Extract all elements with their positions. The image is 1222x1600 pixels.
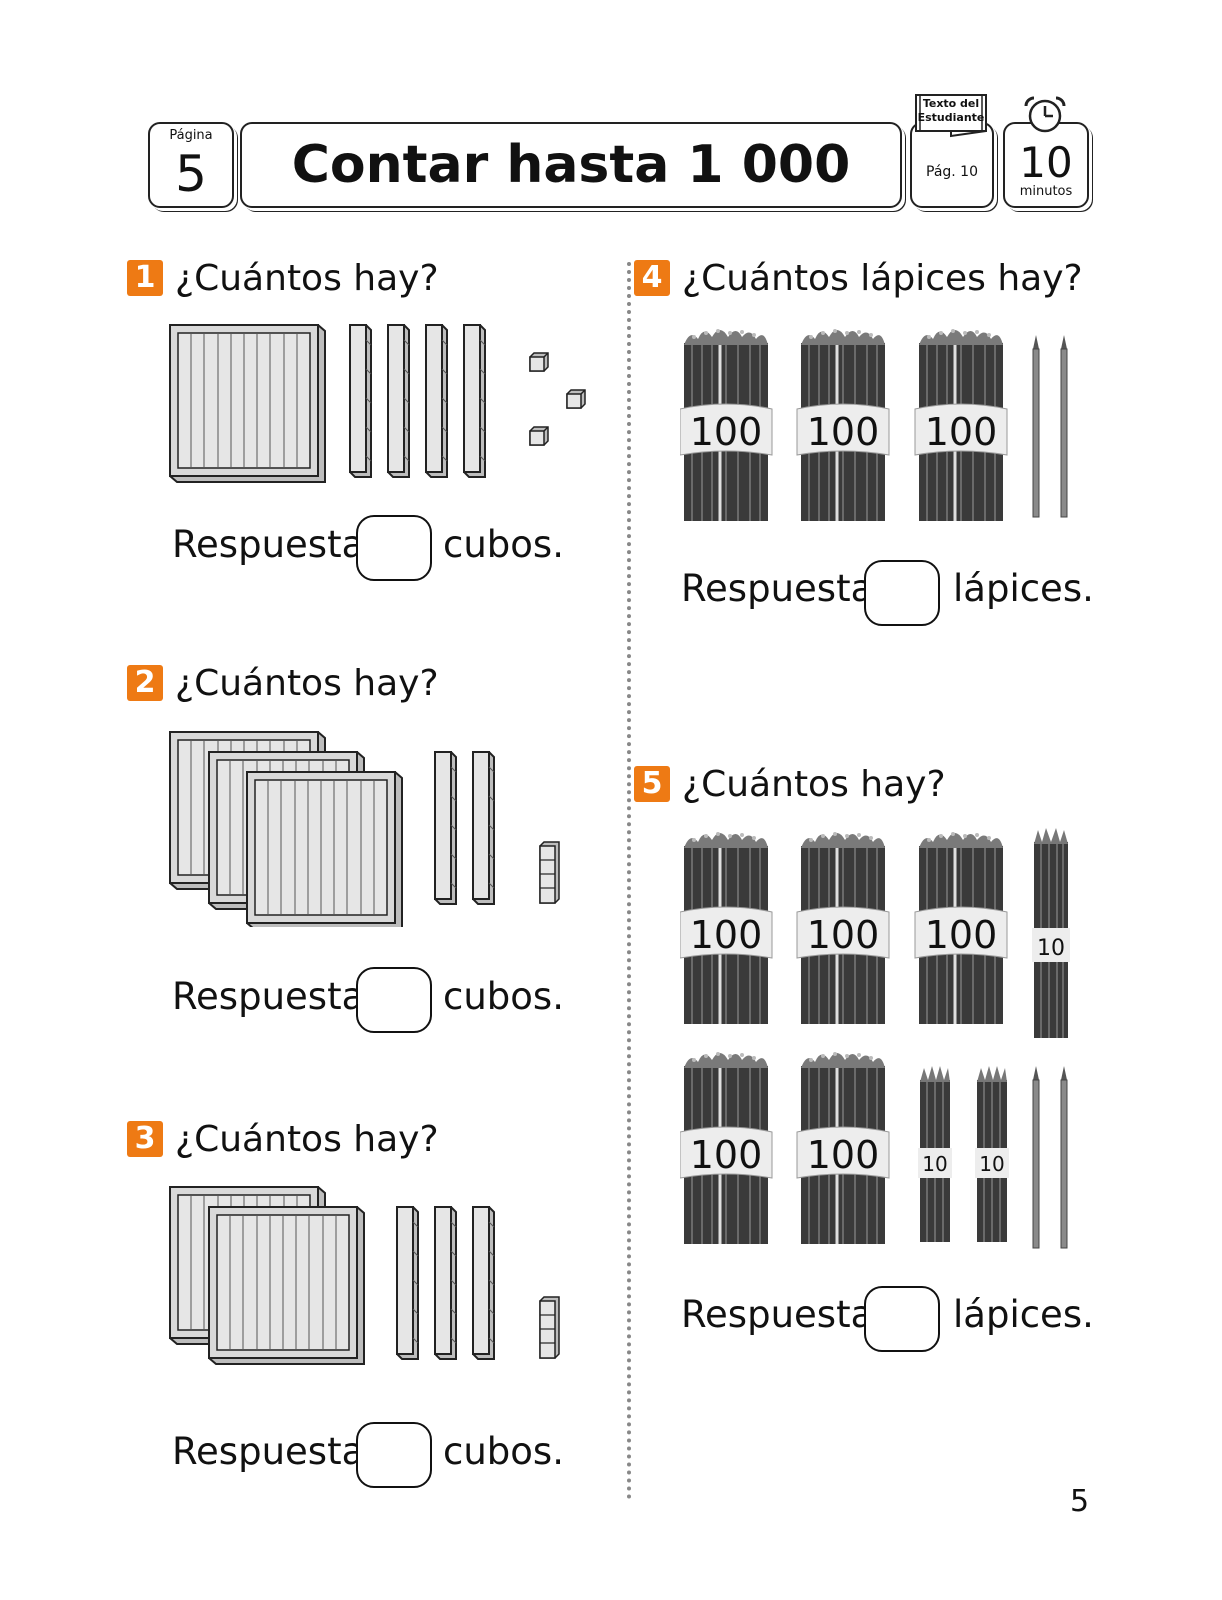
question-4-answer-label: Respuesta: [681, 567, 886, 610]
alarm-clock-icon [1020, 94, 1070, 134]
question-5-answer-box[interactable] [864, 1286, 940, 1352]
question-3-unit: cubos. [443, 1430, 564, 1473]
page-label: Página [169, 128, 213, 143]
question-2-text: ¿Cuántos hay? [175, 663, 439, 704]
title-box: Contar hasta 1 000 [240, 122, 902, 208]
question-1-text: ¿Cuántos hay? [175, 258, 439, 299]
question-1-answer-box[interactable] [356, 515, 432, 581]
question-4-number: 4 [634, 260, 670, 296]
book-icon: Texto del Estudiante [914, 92, 988, 138]
question-1-blocks [165, 320, 595, 485]
question-5-answer-label: Respuesta: [681, 1293, 886, 1336]
time-box: 10 minutos [1003, 122, 1089, 208]
question-2-answer-box[interactable] [356, 967, 432, 1033]
question-5-text: ¿Cuántos hay? [682, 764, 946, 805]
question-5-unit: lápices. [953, 1293, 1094, 1336]
question-2-number: 2 [127, 665, 163, 701]
page-title: Contar hasta 1 000 [291, 135, 851, 195]
question-3-answer-box[interactable] [356, 1422, 432, 1488]
question-5-pencils: 10 10 [678, 827, 1090, 1258]
time-value: 10 [1019, 138, 1073, 187]
question-4-unit: lápices. [953, 567, 1094, 610]
textbook-label-1: Texto del [922, 97, 980, 110]
question-1-unit: cubos. [443, 523, 564, 566]
question-3-text: ¿Cuántos hay? [175, 1119, 439, 1160]
question-1-answer-label: Respuesta: [172, 523, 377, 566]
column-divider [627, 262, 631, 1500]
textbook-label-2: Estudiante [917, 111, 985, 124]
question-4-answer-box[interactable] [864, 560, 940, 626]
time-unit: minutos [1019, 184, 1073, 199]
question-5-number: 5 [634, 766, 670, 802]
page-number-box: Página 5 [148, 122, 234, 208]
textbook-page: Pág. 10 [926, 164, 978, 180]
question-1-number: 1 [127, 260, 163, 296]
footer-page-number: 5 [1070, 1484, 1090, 1519]
question-3-blocks [165, 1182, 595, 1367]
page-number: 5 [175, 145, 207, 203]
question-2-blocks [165, 727, 595, 930]
question-2-unit: cubos. [443, 975, 564, 1018]
question-4-pencils: 100 [678, 325, 1090, 530]
question-3-number: 3 [127, 1121, 163, 1157]
question-3-answer-label: Respuesta: [172, 1430, 377, 1473]
question-4-text: ¿Cuántos lápices hay? [682, 258, 1083, 299]
question-2-answer-label: Respuesta: [172, 975, 377, 1018]
